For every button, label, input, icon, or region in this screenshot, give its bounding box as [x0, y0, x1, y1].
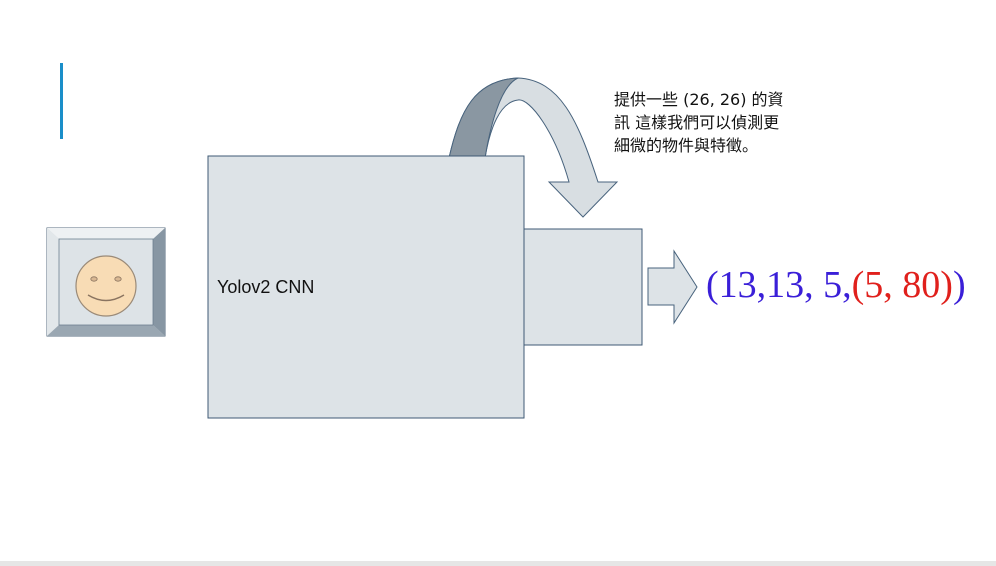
right-arrow-icon [647, 249, 698, 325]
bottom-divider [0, 561, 996, 566]
note-line-1: 提供一些 (26, 26) 的資 [614, 90, 784, 109]
output-shape-prefix: (13,13, 5, [706, 264, 852, 306]
curved-feedback-arrow [448, 77, 619, 218]
feature-note: 提供一些 (26, 26) 的資 訊 這樣我們可以偵測更 細微的物件與特徵。 [614, 88, 829, 157]
output-shape-class-part: (5, 80) [851, 264, 953, 306]
smiley-face-icon [75, 255, 137, 317]
cnn-label: Yolov2 CNN [217, 277, 315, 297]
note-line-2: 訊 這樣我們可以偵測更 [614, 113, 780, 132]
slide-accent-bar [60, 63, 63, 139]
output-shape-text: (13,13, 5,(5, 80)) [706, 262, 966, 308]
yolov2-cnn-box [207, 155, 525, 419]
output-shape-suffix: ) [952, 264, 966, 306]
feature-map-box [523, 228, 643, 346]
note-line-3: 細微的物件與特徵。 [614, 136, 759, 155]
